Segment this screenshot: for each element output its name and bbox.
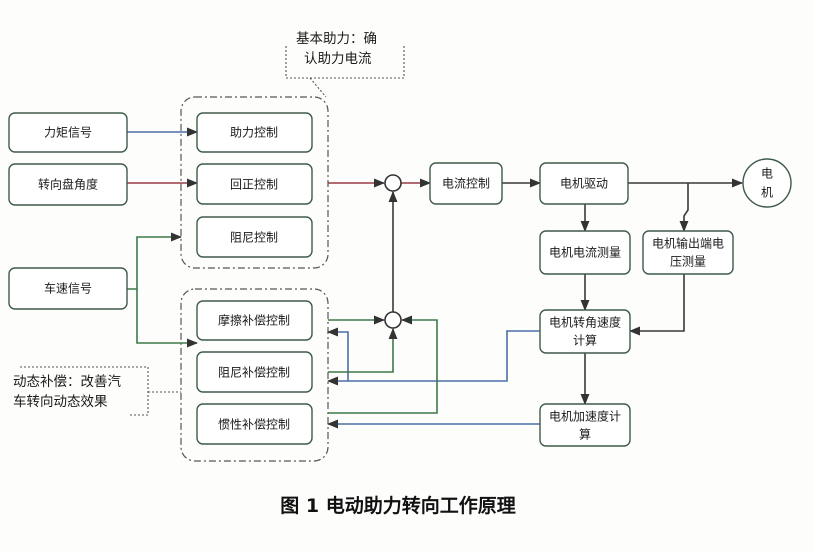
torque-signal-label: 力矩信号 bbox=[44, 126, 92, 140]
voltage-measure-box bbox=[642, 230, 734, 275]
current-control-label: 电流控制 bbox=[442, 177, 490, 191]
wire-angvel-friccomp bbox=[326, 327, 349, 381]
acceleration-label-2: 算 bbox=[579, 427, 591, 442]
basic-note-bracket bbox=[285, 46, 405, 98]
current-measure-box bbox=[539, 230, 631, 275]
damping-control-label: 阻尼控制 bbox=[230, 231, 278, 245]
steer-angle-label: 转向盘角度 bbox=[38, 177, 98, 192]
dynamic-note-line2: 车转向动态效果 bbox=[13, 393, 108, 410]
damping-control-box bbox=[196, 216, 313, 258]
summing-junction-main bbox=[384, 174, 402, 192]
voltage-measure-label-2: 压测量 bbox=[670, 255, 706, 269]
motor-drive-label: 电机驱动 bbox=[560, 177, 608, 191]
basic-note-line2: 认助力电流 bbox=[304, 51, 372, 67]
assist-control-box bbox=[196, 112, 313, 153]
inertia-comp-label: 惯性补偿控制 bbox=[218, 417, 290, 432]
wire-angvel-dampcomp bbox=[326, 330, 540, 386]
damping-comp-box bbox=[196, 351, 313, 393]
wire-damping-sum2 bbox=[328, 327, 398, 373]
voltage-measure-label-1: 电机输出端电 bbox=[652, 236, 724, 251]
dynamic-note-line1: 动态补偿：改善汽 bbox=[13, 374, 121, 390]
dynamic-comp-group bbox=[180, 288, 329, 462]
summing-junction-comp bbox=[384, 311, 402, 329]
acceleration-label-1: 电机加速度计 bbox=[549, 409, 621, 424]
assist-control-label: 助力控制 bbox=[230, 126, 278, 140]
current-control-box bbox=[429, 162, 503, 205]
speed-signal-box bbox=[8, 267, 128, 310]
motor-label-1: 电 bbox=[761, 167, 773, 181]
motor-drive-box bbox=[539, 162, 629, 205]
figure-caption: 图 1 电动助力转向工作原理 bbox=[280, 494, 515, 517]
angular-velocity-box bbox=[539, 309, 631, 354]
return-control-label: 回正控制 bbox=[230, 178, 278, 192]
angular-velocity-label-2: 计算 bbox=[573, 333, 597, 348]
return-control-box bbox=[196, 163, 313, 205]
friction-comp-box bbox=[196, 300, 313, 341]
angular-velocity-label-1: 电机转角速度 bbox=[549, 315, 621, 330]
damping-comp-label: 阻尼补偿控制 bbox=[218, 365, 290, 380]
acceleration-box bbox=[539, 403, 631, 447]
wire-inertia-sum2 bbox=[328, 315, 438, 414]
motor-circle bbox=[742, 158, 792, 208]
wire-speed-damping bbox=[127, 232, 183, 290]
wire-speed-friction bbox=[136, 289, 199, 348]
current-measure-label: 电机电流测量 bbox=[549, 246, 621, 260]
inertia-comp-box bbox=[196, 403, 313, 445]
dynamic-note-bracket bbox=[20, 366, 181, 416]
steer-angle-box bbox=[8, 163, 128, 206]
friction-comp-label: 摩擦补偿控制 bbox=[218, 313, 290, 328]
torque-signal-box bbox=[8, 112, 128, 153]
wire-volt-branch bbox=[679, 183, 689, 233]
basic-note-line1: 基本助力：确 bbox=[296, 30, 377, 47]
speed-signal-label: 车速信号 bbox=[44, 281, 92, 296]
motor-label-2: 机 bbox=[761, 186, 773, 200]
wire-volt-angvel bbox=[628, 274, 685, 336]
